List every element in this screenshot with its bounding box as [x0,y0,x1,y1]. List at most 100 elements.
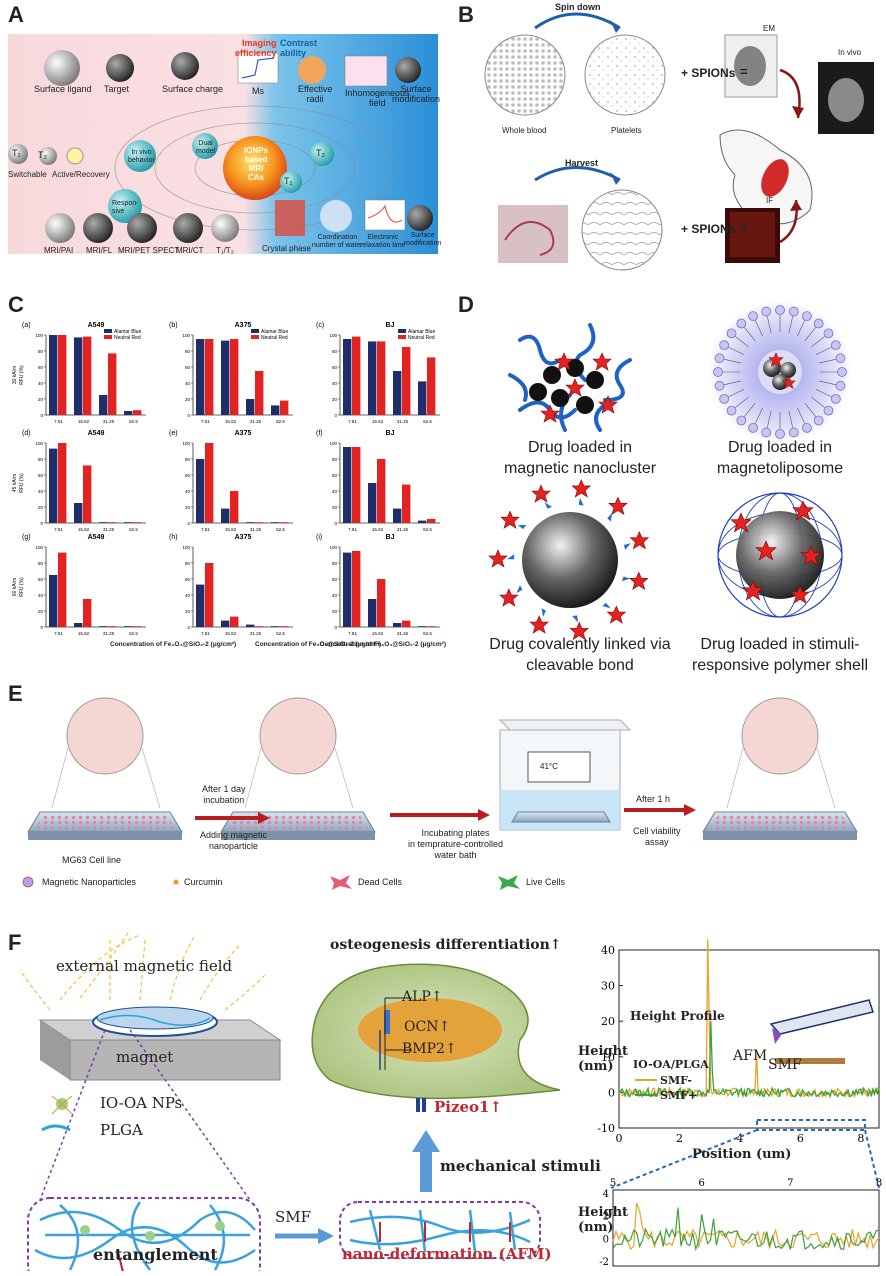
y-tick-label: 60 [332,365,338,370]
nano-deformation-label: nano-deformation (AFM) [342,1245,552,1263]
legend-curcumin: Curcumin [184,877,223,887]
ocn-label: OCN↑ [404,1019,451,1035]
panel-c-xlabel-2: Concentration of Fe₃O₄@SiO₂-2 (μg/cm²) [255,641,382,648]
x-tick-label: 62.5 [276,419,285,424]
afm-cantilever [769,999,874,1035]
mri-ct-label: MRI/CT [176,246,204,255]
lipid-head [736,318,747,329]
t1-planet-label: T₁ [284,176,293,186]
center-sun-label: IONPs based MRI CAs [243,146,268,182]
legend-swatch [251,329,259,333]
if-label: IF [766,196,774,205]
y-tick-label: 80 [332,561,338,566]
drug-star [499,588,519,607]
bar [108,626,117,627]
bar [83,599,92,627]
cleavable-linker [621,576,631,582]
y-tick-label: 60 [332,473,338,478]
bottom-x-tick-label: 6 [698,1178,704,1189]
viability-label: Cell viability assay [633,826,681,847]
spin-down-label: Spin down [555,2,601,12]
drug-star [571,479,591,498]
x-tick-label: 31.25 [250,631,262,636]
x-tick-label: 62.5 [423,527,432,532]
plga-label: PLGA [100,1121,143,1139]
y-tick-label: 0 [608,1086,615,1099]
chart-title: A375 [235,430,252,437]
t2-planet-label: T₂ [316,148,325,158]
bar [377,459,386,523]
alp-label: ALP↑ [402,989,443,1005]
bar [49,335,58,415]
lipid-head [726,405,737,416]
mri-pai-label: MRI/PAI [44,246,74,255]
zoom-box [756,1119,866,1131]
x-tick-label: 7.81 [201,527,210,532]
row-axis-label: RFU (%) [19,473,25,493]
height-profile-title: Height Profile [630,1009,725,1023]
y-tick-label: 40 [332,489,338,494]
bar [255,522,264,523]
chart-panel-label: (c) [316,322,324,329]
lipid-head [748,422,758,433]
lipid-head [802,422,812,433]
y-tick-label: 60 [38,473,44,478]
x-tick-label: 31.25 [250,527,262,532]
cleavable-linker [623,543,631,550]
in-vivo-behavior-label: In vivo behavior [128,149,155,164]
bar [368,483,377,523]
bar [196,459,205,523]
lipid-head [788,427,799,438]
bar [230,339,239,415]
surface-charge-label: Surface charge [162,84,224,94]
cleavable-linker [517,524,527,530]
bar [280,400,289,415]
harvest-label: Harvest [565,158,599,168]
x-tick-label: 15.62 [372,419,384,424]
zoom-line-left [610,1129,758,1189]
x-tick-label: 7.81 [348,419,357,424]
legend-swatch [104,335,112,339]
y-tick-label: 100 [329,545,337,550]
in-vivo-label: In vivo [838,48,862,57]
bar [58,443,67,523]
y-tick-label: 0 [40,521,43,526]
afm-tip [772,1028,782,1044]
cleavable-linker [516,585,523,594]
bar [377,341,386,415]
x-tick-label: 15.62 [78,631,90,636]
y-tick-label: 30 [601,980,615,993]
bar [99,395,108,415]
y-tick-label: 0 [334,625,337,630]
bar [343,339,352,415]
bar [368,599,377,627]
y-tick-label: 20 [38,609,44,614]
bottom-y-tick-label: 4 [603,1189,609,1200]
panel-a-figure [0,28,444,258]
x-tick-label: 7.81 [201,631,210,636]
bar [205,443,214,523]
x-tick-label: 62.5 [276,527,285,532]
legend-swatch [398,329,406,333]
smf-arrow-label: SMF [275,1208,312,1226]
x-tick-label: 31.25 [103,631,115,636]
lipid-head [802,311,812,322]
panel-c-xlabel-1: Concentration of Fe₃O₄@SiO₂-2 (μg/cm²) [110,641,237,648]
x-tick-label: 6 [797,1132,804,1145]
lipid-head [830,394,841,404]
bar [246,399,255,415]
chart-panel-label: (a) [22,322,31,329]
active-recovery-label: Active/Recovery [52,170,110,179]
entanglement-label: entanglement [93,1245,218,1264]
cleavable-linker [541,608,547,617]
drug-star [629,571,649,590]
lipid-head [726,328,737,339]
target-label: Target [104,84,130,94]
switchable-label: Switchable [8,170,47,179]
bottom-y-tick-label: 2 [603,1212,609,1223]
drug-star [529,615,549,634]
lipid-head [813,318,824,329]
